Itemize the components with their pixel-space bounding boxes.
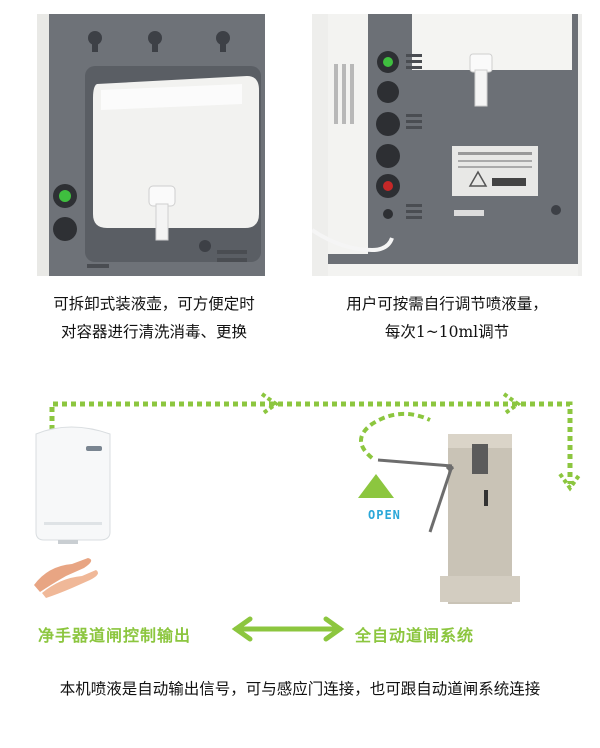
open-label: OPEN <box>368 508 401 522</box>
open-arrow-icon <box>358 474 394 498</box>
bidirectional-arrow-icon <box>231 616 345 642</box>
hands-icon <box>34 558 98 598</box>
turnstile-system-label: 全自动道闸系统 <box>355 626 475 645</box>
flow-arrow-icon <box>260 392 582 492</box>
right-caption-line: 每次1~10ml调节 <box>384 323 510 341</box>
left-caption-line: 对容器进行清洗消毒、更换 <box>60 323 247 341</box>
dispenser-icon <box>35 426 111 544</box>
connection-diagram <box>34 392 582 642</box>
open-rotation-arc <box>359 412 431 460</box>
turnstile-icon <box>377 434 520 604</box>
dispenser-output-label: 净手器道闸控制输出 <box>38 626 192 645</box>
right-caption-line: 用户可按需自行调节喷液量， <box>346 295 548 313</box>
volume-adjust-photo <box>312 14 582 276</box>
left-caption: 可拆卸式装液壶，可方便定时 对容器进行清洗消毒、更换 <box>20 290 288 346</box>
flow-path <box>49 401 573 484</box>
bottom-note: 本机喷液是自动输出信号，可与感应门连接，也可跟自动道闸系统连接 <box>59 680 541 698</box>
left-caption-line: 可拆卸式装液壶，可方便定时 <box>53 295 255 313</box>
right-caption: 用户可按需自行调节喷液量， 每次1~10ml调节 <box>312 290 582 346</box>
removable-tank-photo <box>37 14 265 276</box>
